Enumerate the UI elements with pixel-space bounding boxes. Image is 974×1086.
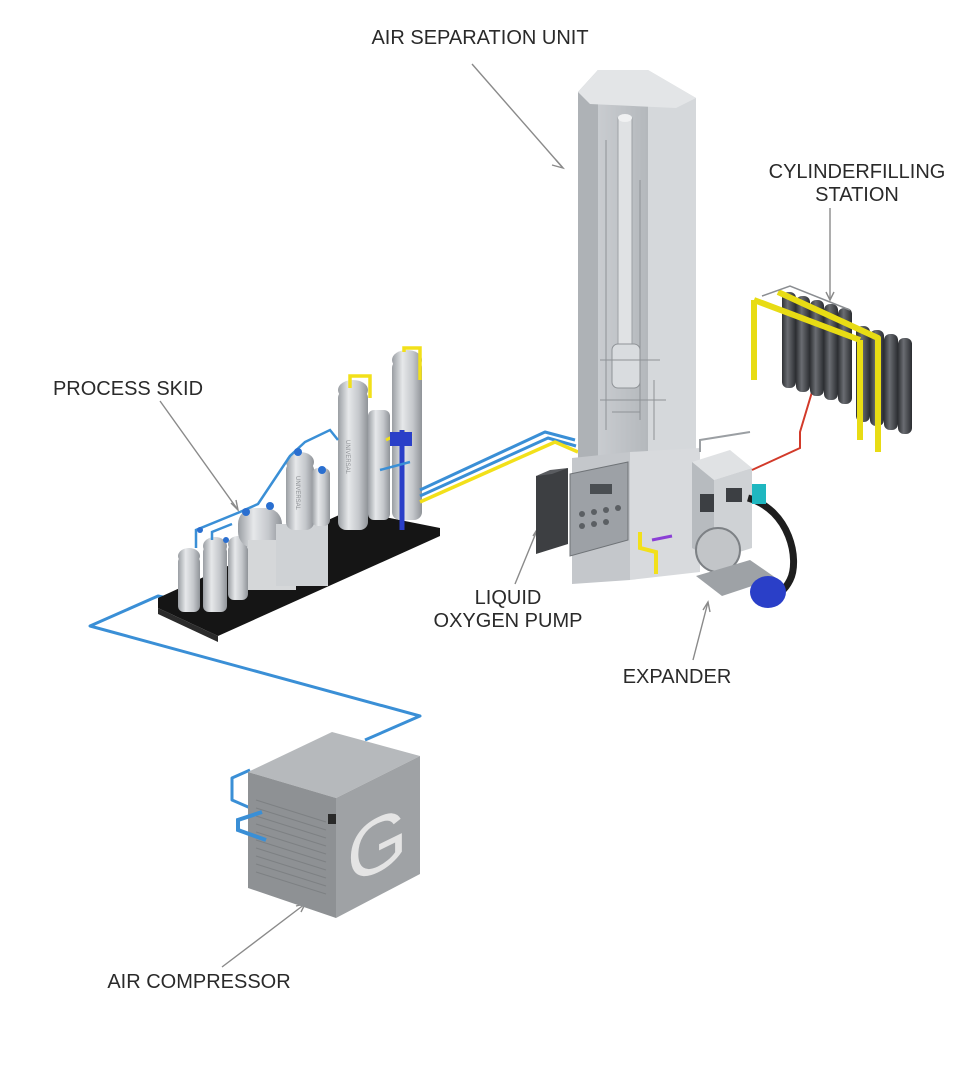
skid-vessel-3 — [228, 544, 248, 600]
leader-skid — [159, 400, 239, 511]
air-compressor: G — [236, 732, 420, 918]
asu-top — [578, 70, 696, 108]
skid-valve-dots — [197, 448, 326, 543]
vessel-brand-2: UNIVERSAL — [294, 476, 300, 511]
air-separation-unit — [536, 70, 700, 584]
process-skid: UNIVERSAL UNIVERSAL — [158, 346, 440, 642]
leader-lox — [514, 527, 539, 585]
cylinder-yellow-frame — [751, 289, 881, 452]
cylinder-filling-station — [751, 285, 912, 471]
compressor-vents — [255, 799, 327, 895]
asu-base-right — [630, 448, 700, 580]
cylinder-bank-2 — [856, 326, 912, 434]
label-air-separation-unit: AIR SEPARATION UNIT — [371, 27, 588, 49]
label-cylinder-filling-line2: STATION — [815, 184, 899, 206]
label-air-compressor: AIR COMPRESSOR — [107, 971, 290, 993]
skid-blue-valve — [390, 432, 412, 446]
asu-control-panel — [569, 461, 629, 557]
asu-heat-exchanger — [611, 343, 641, 389]
label-cylinder-filling-line1: CYLINDERFILLING — [769, 161, 946, 183]
skid-adsorber-2 — [368, 410, 390, 520]
skid-box — [276, 524, 328, 586]
leader-cylinder-arrow — [825, 291, 835, 302]
expander-skid — [696, 560, 776, 596]
labels: AIR SEPARATION UNIT CYLINDERFILLING STAT… — [53, 27, 945, 993]
label-expander: EXPANDER — [623, 666, 732, 688]
skid-adsorber-1 — [338, 390, 368, 530]
label-process-skid: PROCESS SKID — [53, 378, 203, 400]
skid-to-asu-pipes — [419, 430, 579, 504]
compressor-top — [248, 732, 420, 798]
skid-vessel-4 — [286, 462, 314, 530]
skid-vessel-1 — [178, 556, 200, 612]
leader-asu-arrow — [551, 159, 566, 170]
leader-compressor — [221, 903, 306, 968]
compressor-panel — [328, 814, 336, 824]
compressor-front — [336, 756, 420, 918]
expander-motor — [750, 576, 786, 608]
asu-internal-pipes — [600, 140, 666, 440]
label-liquid-oxygen-pump-line2: OXYGEN PUMP — [434, 610, 583, 632]
skid-horizontal-tank — [238, 508, 282, 548]
compressor-left — [248, 772, 336, 918]
leader-expander — [692, 601, 709, 661]
skid-vessel-2 — [203, 546, 227, 612]
expander — [638, 431, 797, 608]
label-liquid-oxygen-pump-line1: LIQUID — [475, 587, 542, 609]
leader-skid-arrow — [230, 499, 240, 513]
asu-column — [617, 117, 633, 359]
skid-vessel-5 — [312, 468, 330, 526]
leader-expander-arrow — [702, 600, 711, 613]
leader-asu — [471, 63, 564, 169]
asu-right-face — [648, 70, 696, 568]
expander-frame-top — [692, 450, 752, 480]
asu-left-face — [578, 70, 598, 582]
liquid-oxygen-pump — [536, 468, 568, 554]
vessel-brand-1: UNIVERSAL — [344, 440, 350, 475]
compressor-blue-pipe — [236, 810, 267, 842]
